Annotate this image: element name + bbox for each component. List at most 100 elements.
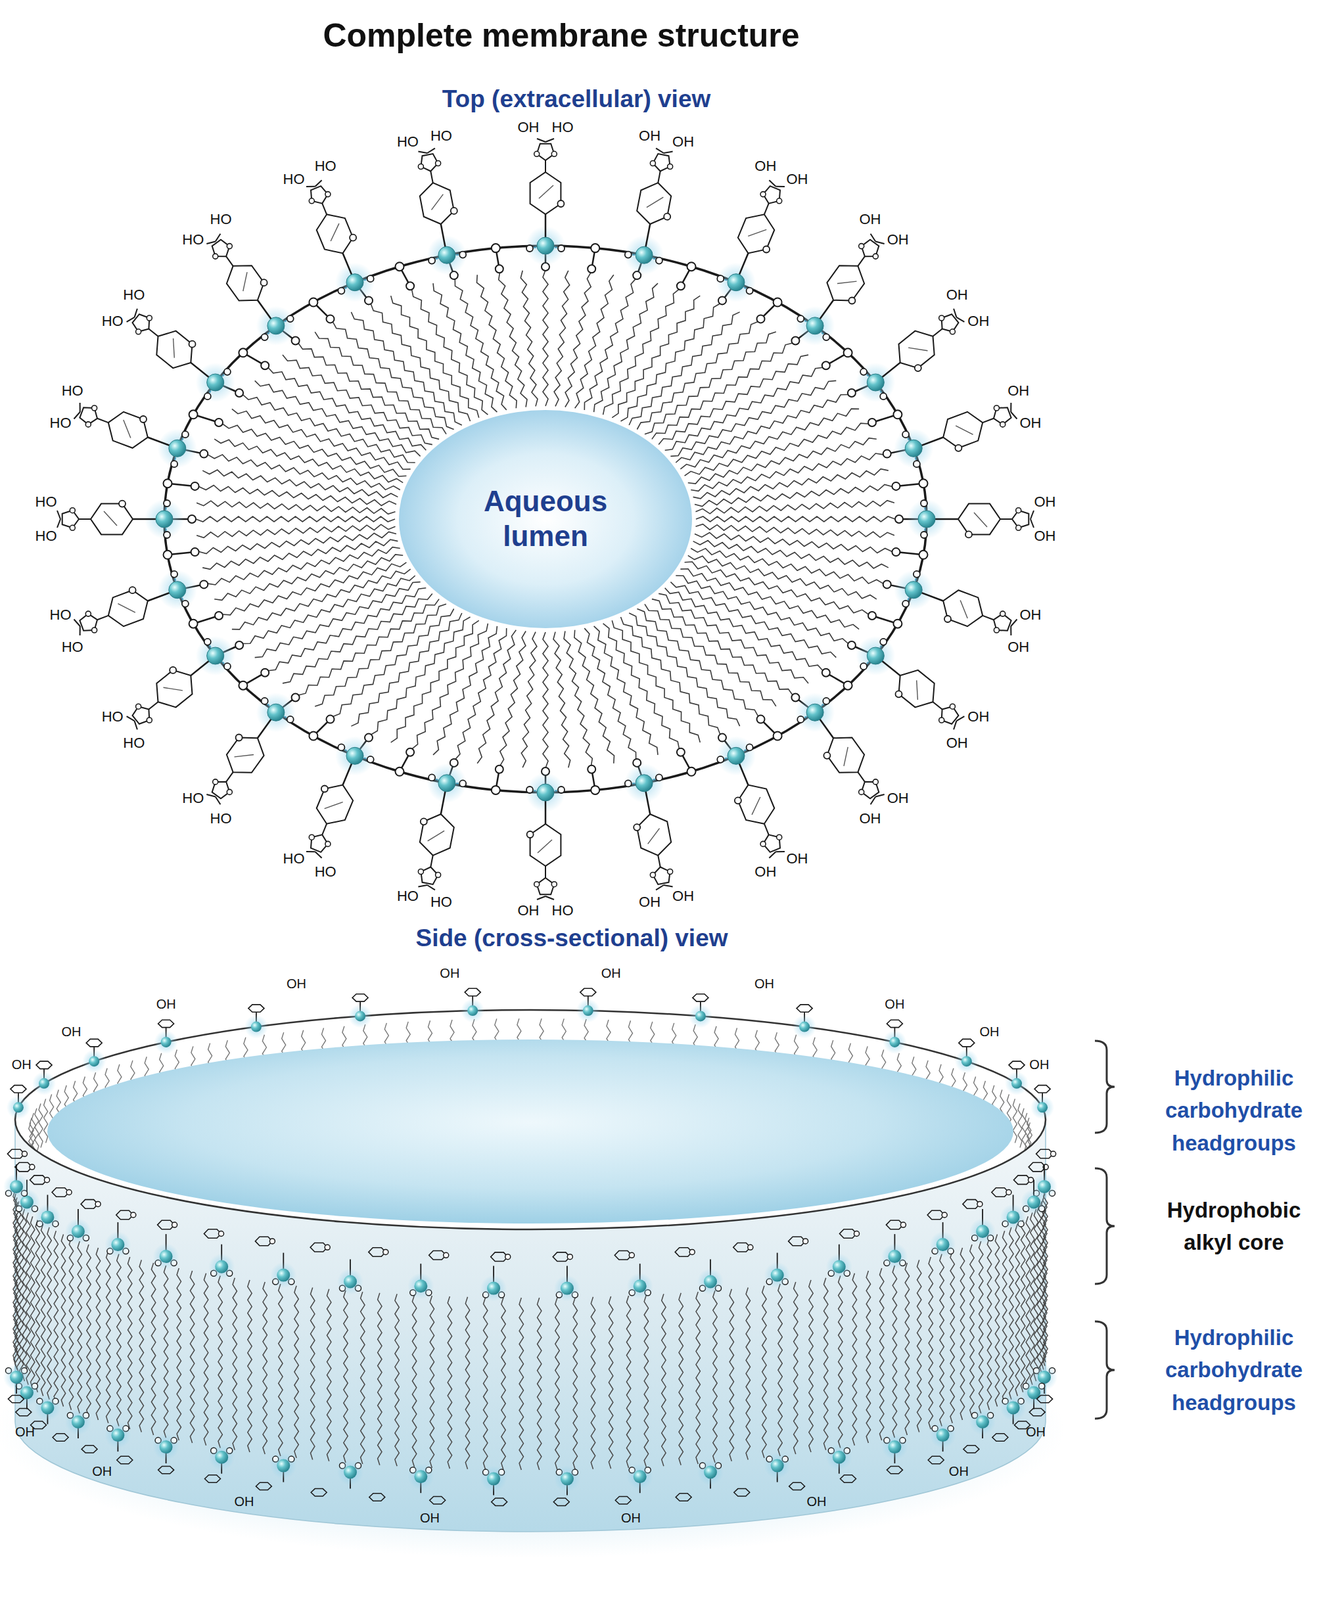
phosphorus-atom xyxy=(866,373,884,392)
oxygen-atom xyxy=(939,717,945,723)
hydroxyl-bond xyxy=(134,308,138,318)
hydroxyl-bond xyxy=(1010,619,1017,627)
oxygen-atom xyxy=(212,779,219,785)
alkyl-tail xyxy=(327,1289,332,1462)
oxygen-atom xyxy=(791,694,800,702)
oxygen-atom xyxy=(337,743,345,751)
sugar-ring xyxy=(1008,1061,1025,1070)
oxygen-atom xyxy=(567,1254,573,1260)
phosphate-glow xyxy=(1000,1394,1027,1421)
oxygen-atom xyxy=(450,207,458,215)
phosphate-glow xyxy=(335,736,375,776)
phosphorus-atom xyxy=(467,1005,478,1017)
oxygen-atom xyxy=(895,690,903,698)
sugar-ring xyxy=(927,1456,944,1464)
hydroxyl-label: OH xyxy=(945,287,970,303)
phosphorus-atom xyxy=(111,1238,125,1252)
alkyl-tail xyxy=(879,1268,884,1441)
phosphorus-atom xyxy=(918,510,936,528)
water-surface xyxy=(47,1039,1014,1224)
oxygen-atom xyxy=(822,333,830,341)
sugar-ring xyxy=(530,172,562,215)
phosphorus-atom xyxy=(832,1451,846,1465)
oxygen-atom xyxy=(118,500,126,508)
alkyl-tail xyxy=(928,1257,933,1430)
hydroxyl-bond xyxy=(655,148,664,154)
alkyl-tail xyxy=(1033,1209,1038,1382)
oxygen-atom xyxy=(428,774,436,781)
hydroxyl-label: OH xyxy=(91,1464,113,1479)
layer-label: Hydrophilic carbohydrate headgroups xyxy=(1140,1062,1328,1160)
alkyl-tail xyxy=(690,548,884,585)
oxygen-atom xyxy=(261,333,269,341)
hydroxyl-bond xyxy=(953,720,957,730)
boronate-ring xyxy=(536,143,555,161)
alkyl-tail xyxy=(960,1248,965,1421)
sugar-ring xyxy=(738,214,775,254)
ring-bond xyxy=(646,197,664,208)
alkyl-tail xyxy=(626,1295,631,1469)
phosphorus-atom xyxy=(806,703,824,721)
oxygen-atom xyxy=(848,297,856,305)
phosphate-glow xyxy=(337,1269,364,1296)
oxygen-atom xyxy=(941,1212,948,1218)
oxygen-atom xyxy=(69,508,75,514)
alkyl-tail xyxy=(377,1293,382,1466)
oxygen-atom xyxy=(913,571,921,578)
phosphate-glow xyxy=(893,570,934,610)
alkyl-tail xyxy=(86,1244,91,1417)
oxygen-atom xyxy=(495,264,504,273)
hydroxyl-label: OH xyxy=(883,996,906,1012)
hydroxyl-bond xyxy=(655,885,664,890)
phosphorus-atom xyxy=(936,1428,950,1442)
hydroxyl-label: OH xyxy=(966,313,991,330)
alkyl-tail xyxy=(729,1289,734,1462)
oxygen-atom xyxy=(920,500,928,507)
oxygen-atom xyxy=(797,716,804,723)
oxygen-atom xyxy=(628,1252,635,1258)
phosphate-glow xyxy=(270,1262,297,1289)
lumen-ellipse xyxy=(398,410,693,629)
hydroxyl-label: HO xyxy=(180,231,206,248)
ring-bond xyxy=(431,194,444,211)
lumen-outline xyxy=(397,408,694,630)
alkyl-tail xyxy=(391,295,480,418)
oxygen-atom xyxy=(760,191,766,198)
hydroxyl-label: OH xyxy=(948,1464,970,1479)
alkyl-tail xyxy=(310,1287,315,1460)
oxygen-atom xyxy=(235,734,243,742)
oxygen-atom xyxy=(822,361,831,370)
oxygen-atom xyxy=(655,257,663,265)
phosphate-glow xyxy=(716,736,756,776)
oxygen-atom xyxy=(204,393,211,400)
sugar-ring xyxy=(369,1493,386,1502)
sugar-ring xyxy=(886,1466,903,1474)
phosphorus-atom xyxy=(414,1279,428,1293)
oxygen-atom xyxy=(308,198,315,204)
hydroxyl-label: HO xyxy=(48,607,73,624)
hydroxyl-label: HO xyxy=(313,864,338,880)
alkyl-tail xyxy=(680,408,859,470)
oxygen-atom xyxy=(163,500,171,507)
alkyl-tail xyxy=(1039,1201,1044,1374)
oxygen-atom xyxy=(136,703,142,710)
headgroup-bond xyxy=(982,615,994,620)
oxygen-atom xyxy=(459,780,466,787)
alkyl-tail xyxy=(665,588,823,671)
oxygen-atom xyxy=(663,213,671,221)
phosphate-glow xyxy=(157,428,198,468)
sugar-ring xyxy=(899,331,935,369)
alkyl-tail xyxy=(636,321,759,430)
oxygen-atom xyxy=(993,627,999,633)
alkyl-tail xyxy=(231,408,411,470)
alkyl-tail xyxy=(1009,1227,1014,1400)
oxygen-atom xyxy=(557,245,565,252)
alkyl-tail xyxy=(713,1290,718,1463)
alkyl-tail xyxy=(690,453,884,491)
phosphorus-atom xyxy=(961,1056,972,1067)
phosphorus-atom xyxy=(438,246,456,264)
alkyl-tail xyxy=(22,1209,27,1382)
brackets xyxy=(1094,1041,1115,1419)
ring-bond xyxy=(908,347,928,351)
phosphorus-atom xyxy=(536,784,555,802)
